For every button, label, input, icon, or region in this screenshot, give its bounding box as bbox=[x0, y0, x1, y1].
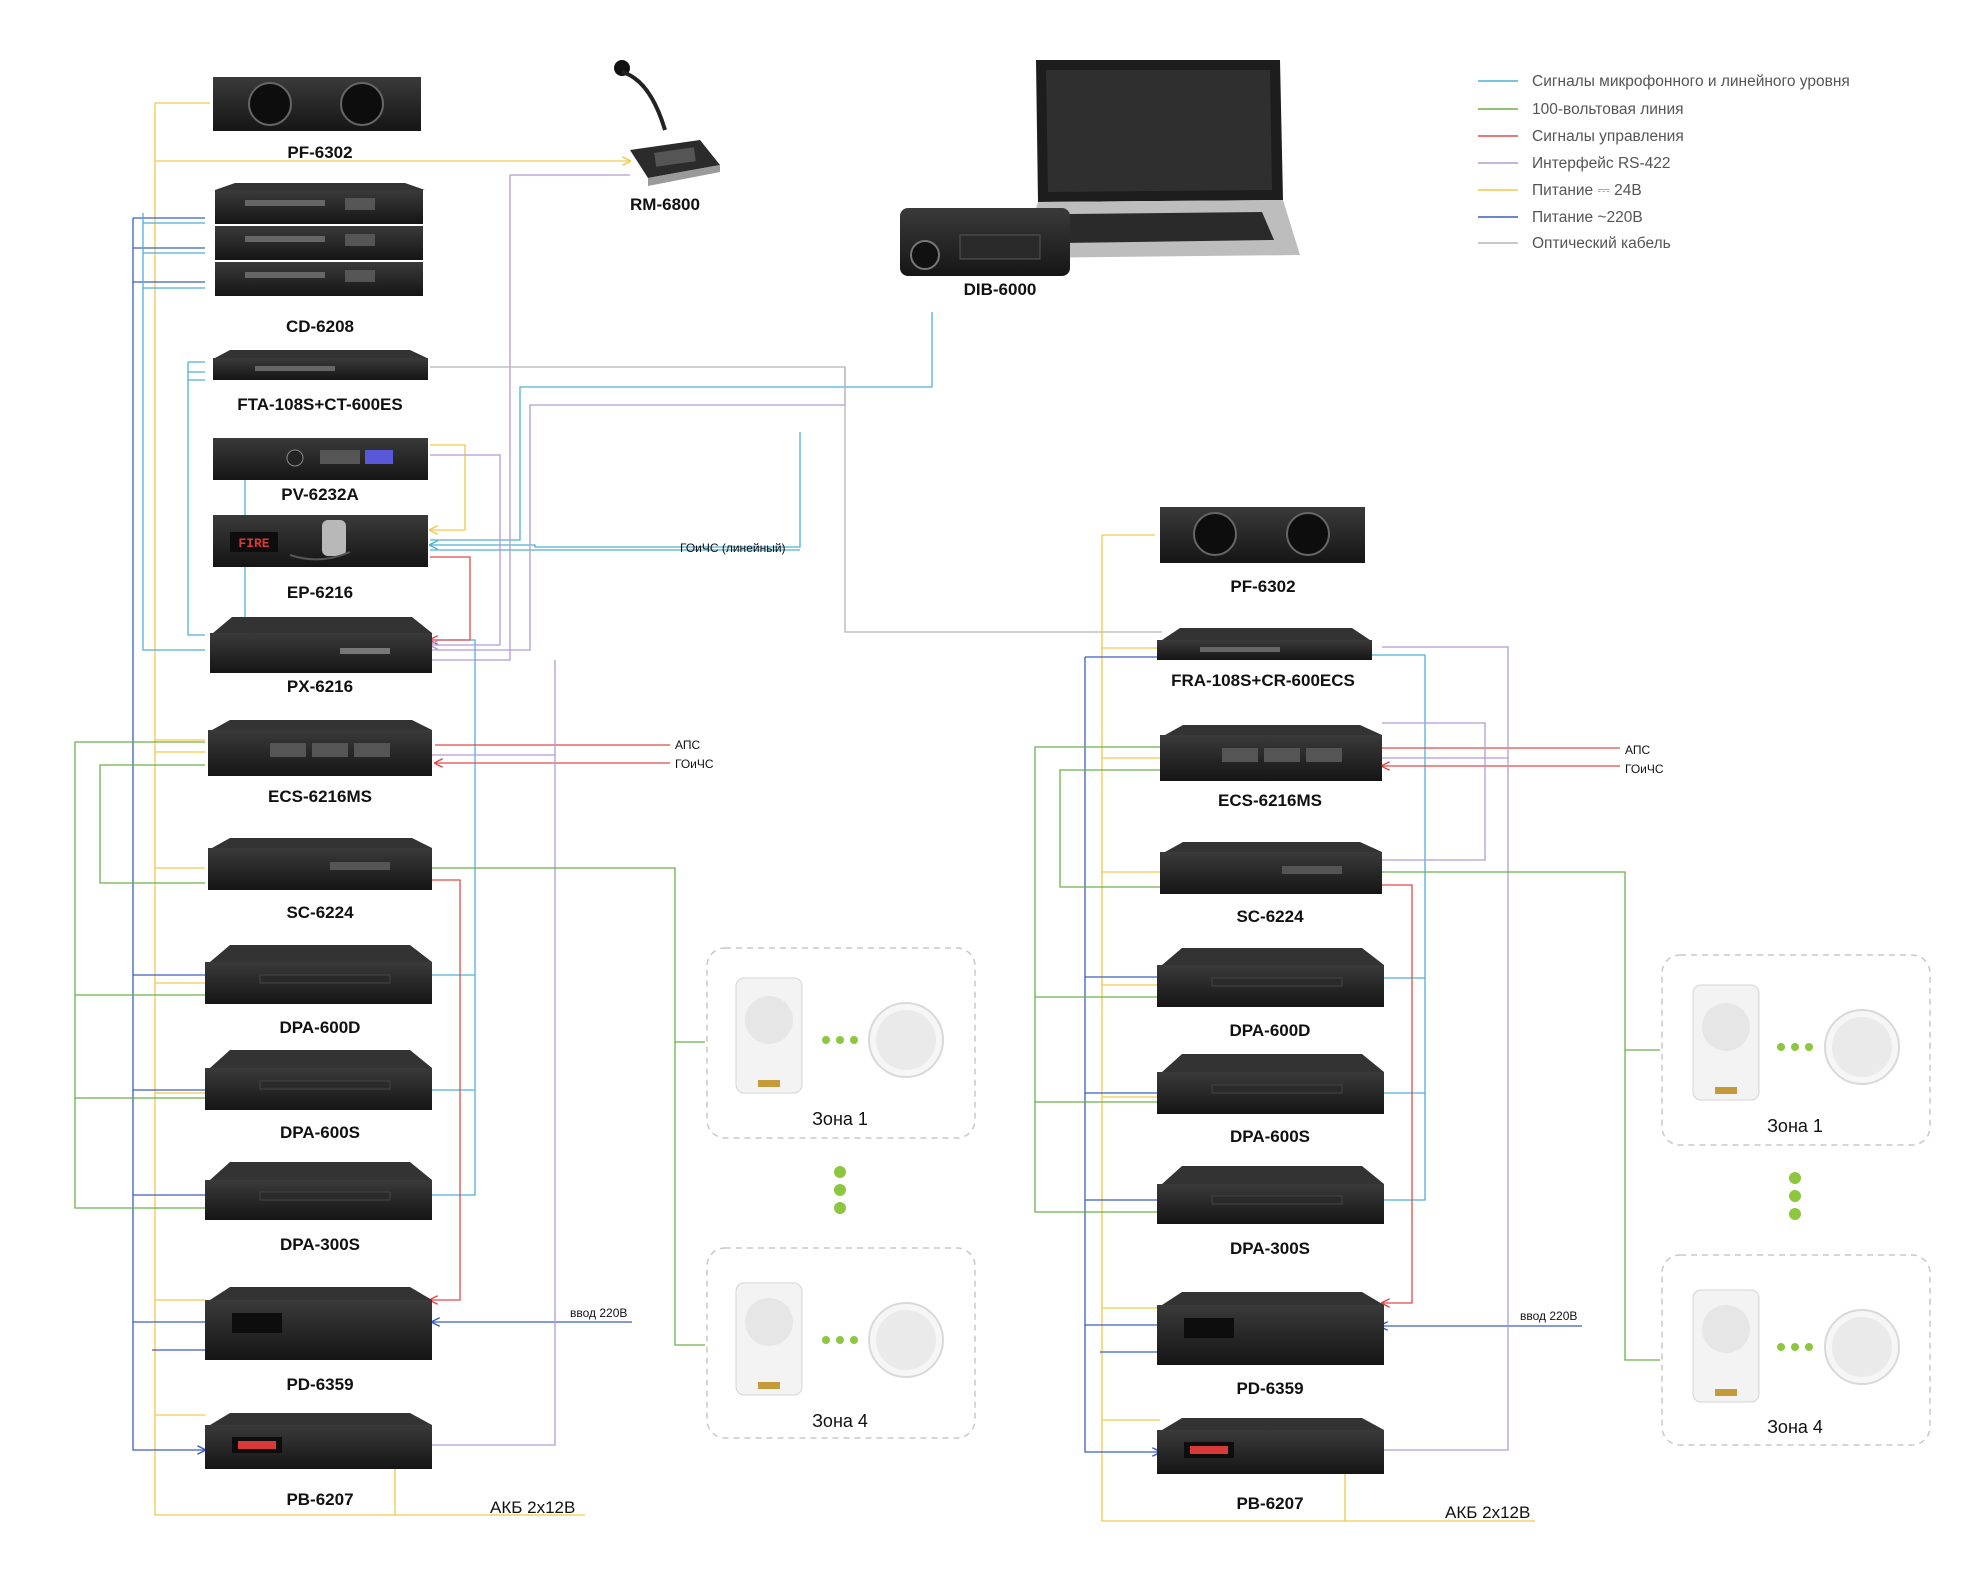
goichs-right-label: ГОиЧС bbox=[1625, 762, 1664, 776]
rm-6800-label: RM-6800 bbox=[630, 195, 700, 214]
zone-4-left-label: Зона 4 bbox=[812, 1411, 868, 1431]
fra-108s-device bbox=[1157, 628, 1372, 660]
pv-6232a-label: PV-6232A bbox=[281, 485, 359, 504]
ecs-6216ms-left-label: ECS-6216MS bbox=[268, 787, 372, 806]
fra-108s-label: FRA-108S+CR-600ECS bbox=[1171, 671, 1355, 690]
sc-6224-right bbox=[1160, 842, 1382, 894]
dpa-600s-left bbox=[205, 1050, 432, 1110]
laptop bbox=[1020, 60, 1300, 258]
dpa-300s-right-label: DPA-300S bbox=[1230, 1239, 1310, 1258]
zone-dots-right bbox=[1789, 1172, 1801, 1220]
legend-item: Сигналы микрофонного и линейного уровня bbox=[1478, 73, 1850, 90]
pd-6359-left-label: PD-6359 bbox=[286, 1375, 353, 1394]
cd-6208-stack bbox=[215, 183, 425, 296]
fta-108s-label: FTA-108S+CT-600ES bbox=[237, 395, 403, 414]
pv-6232a-device bbox=[213, 438, 428, 480]
legend-label: Оптический кабель bbox=[1532, 235, 1671, 252]
zone-1-right bbox=[1661, 954, 1931, 1146]
legend-label: Питание ~220В bbox=[1532, 209, 1643, 226]
pf-6302-left-label: PF-6302 bbox=[287, 143, 352, 162]
dpa-600d-right-label: DPA-600D bbox=[1230, 1021, 1311, 1040]
akb-right-label: АКБ 2х12В bbox=[1445, 1503, 1530, 1522]
px-6216-label: PX-6216 bbox=[287, 677, 353, 696]
sc-6224-left-label: SC-6224 bbox=[286, 903, 354, 922]
legend: Сигналы микрофонного и линейного уровня … bbox=[1478, 73, 1850, 252]
zone-1-left bbox=[706, 947, 976, 1139]
ep-6216-label: EP-6216 bbox=[287, 583, 353, 602]
px-6216-device bbox=[210, 617, 432, 673]
vvod-left-label: ввод 220В bbox=[570, 1306, 627, 1320]
pf-6302-left bbox=[213, 77, 421, 131]
pd-6359-right-label: PD-6359 bbox=[1236, 1379, 1303, 1398]
cd-6208-label: CD-6208 bbox=[286, 317, 354, 336]
akb-left-label: АКБ 2х12В bbox=[490, 1498, 575, 1517]
rm-6800-microphone bbox=[614, 60, 720, 186]
pd-6359-left bbox=[205, 1287, 432, 1360]
dpa-300s-right bbox=[1157, 1166, 1384, 1224]
aps-right-label: АПС bbox=[1625, 743, 1650, 757]
dib-6000-label: DIB-6000 bbox=[964, 280, 1037, 299]
zone-1-left-label: Зона 1 bbox=[812, 1109, 868, 1129]
dpa-600d-left bbox=[205, 945, 432, 1004]
dib-6000-device bbox=[900, 208, 1070, 276]
pb-6207-right bbox=[1157, 1418, 1384, 1474]
fta-108s-device bbox=[213, 350, 428, 380]
legend-item: 100-вольтовая линия bbox=[1478, 101, 1684, 118]
goichs-linear-label: ГОиЧС (линейный) bbox=[680, 541, 786, 555]
wires-left bbox=[74, 102, 1162, 1516]
legend-item: Интерфейс RS-422 bbox=[1478, 155, 1671, 172]
zone-4-right bbox=[1661, 1254, 1931, 1446]
dpa-600d-right bbox=[1157, 948, 1384, 1007]
legend-label: Интерфейс RS-422 bbox=[1532, 155, 1671, 172]
ecs-6216ms-right-label: ECS-6216MS bbox=[1218, 791, 1322, 810]
pb-6207-right-label: PB-6207 bbox=[1236, 1494, 1303, 1513]
sc-6224-right-label: SC-6224 bbox=[1236, 907, 1304, 926]
pd-6359-right bbox=[1157, 1292, 1384, 1365]
goichs-left-label: ГОиЧС bbox=[675, 757, 714, 771]
ecs-6216ms-right bbox=[1160, 725, 1382, 781]
ep-6216-device: FIRE bbox=[213, 515, 428, 567]
pf-6302-right-label: PF-6302 bbox=[1230, 577, 1295, 596]
dpa-300s-left-label: DPA-300S bbox=[280, 1235, 360, 1254]
dpa-600s-right bbox=[1157, 1054, 1384, 1114]
dpa-600s-right-label: DPA-600S bbox=[1230, 1127, 1310, 1146]
zone-4-left bbox=[706, 1247, 976, 1439]
right-rack: PF-6302 FRA-108S+CR-600ECS ECS-6216MS АП… bbox=[1157, 507, 1931, 1522]
aps-left-label: АПС bbox=[675, 738, 700, 752]
legend-label: 100-вольтовая линия bbox=[1532, 101, 1684, 118]
dpa-600d-left-label: DPA-600D bbox=[280, 1018, 361, 1037]
vvod-right-label: ввод 220В bbox=[1520, 1309, 1577, 1323]
dpa-300s-left bbox=[205, 1162, 432, 1220]
pf-6302-right bbox=[1160, 507, 1365, 563]
legend-label: Сигналы управления bbox=[1532, 128, 1684, 145]
legend-label: Питание ⎓ 24В bbox=[1532, 182, 1642, 199]
legend-item: Сигналы управления bbox=[1478, 128, 1684, 145]
left-rack: PF-6302 CD-6208 FTA-108S+CT-600ES bbox=[205, 77, 976, 1517]
pb-6207-left bbox=[205, 1413, 432, 1469]
legend-item: Оптический кабель bbox=[1478, 235, 1671, 252]
zone-1-right-label: Зона 1 bbox=[1767, 1116, 1823, 1136]
dpa-600s-left-label: DPA-600S bbox=[280, 1123, 360, 1142]
legend-item: Питание ~220В bbox=[1478, 209, 1643, 226]
pb-6207-left-label: PB-6207 bbox=[286, 1490, 353, 1509]
sc-6224-left bbox=[208, 838, 432, 890]
zone-4-right-label: Зона 4 bbox=[1767, 1417, 1823, 1437]
legend-label: Сигналы микрофонного и линейного уровня bbox=[1532, 73, 1850, 90]
ep-fire-display: FIRE bbox=[238, 536, 269, 551]
zone-dots-left bbox=[834, 1166, 846, 1214]
legend-item: Питание ⎓ 24В bbox=[1478, 182, 1642, 199]
ecs-6216ms-left bbox=[208, 720, 432, 776]
